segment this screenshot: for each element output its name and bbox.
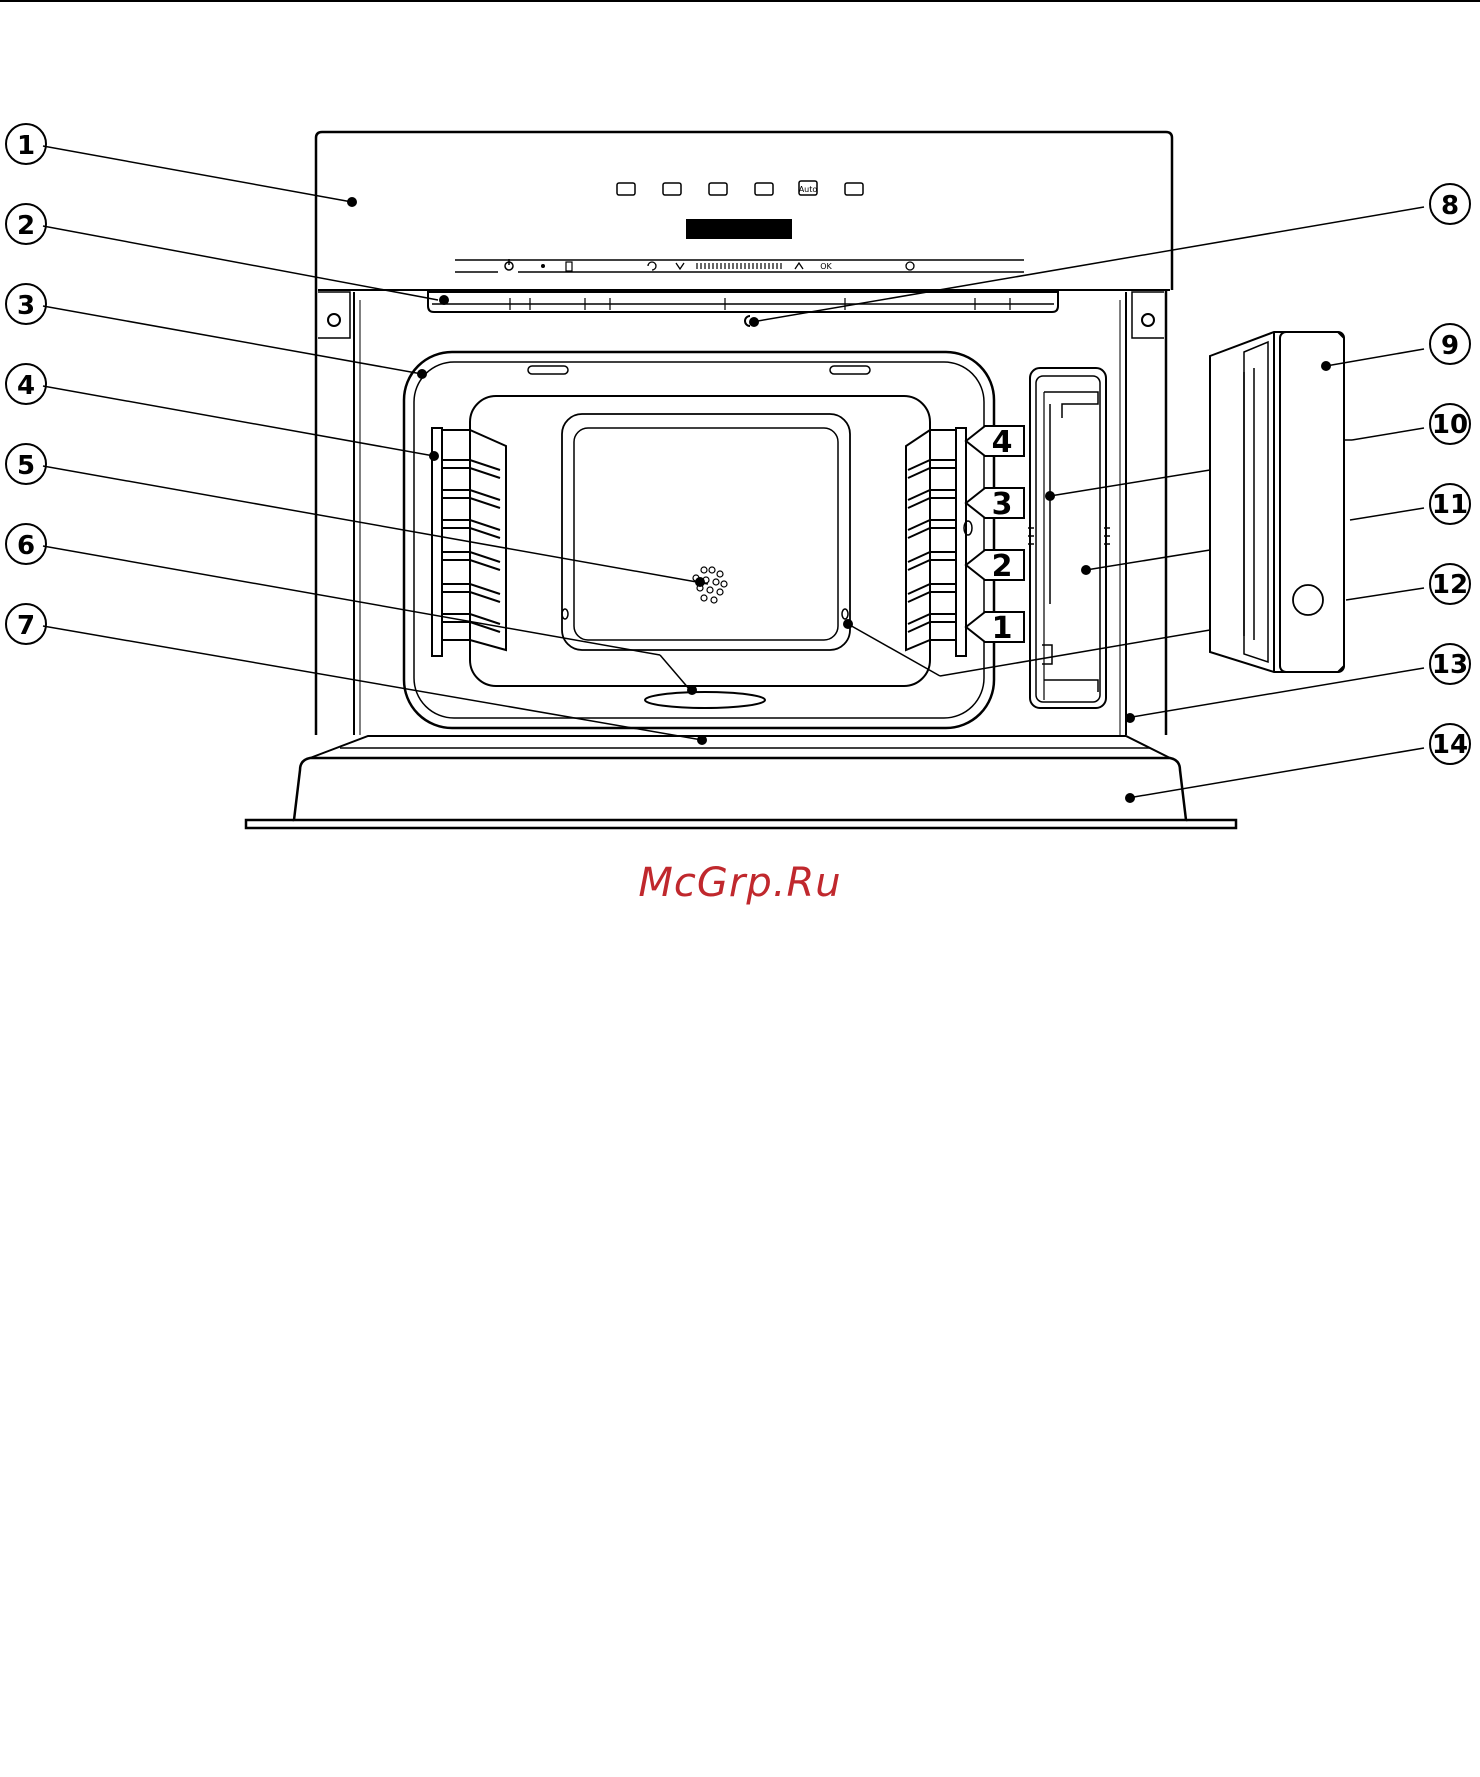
leader-dots: [347, 197, 1331, 803]
callout-2: 2: [6, 204, 46, 244]
oven-door: [246, 736, 1236, 828]
door-seal-strip: [428, 292, 1058, 312]
svg-text:13: 13: [1432, 650, 1468, 680]
callout-9: 9: [1430, 324, 1470, 364]
chevron-up-icon: [795, 263, 803, 269]
svg-text:2: 2: [17, 211, 35, 241]
callout-7: 7: [6, 604, 46, 644]
callout-5: 5: [6, 444, 46, 484]
auto-label: Auto: [799, 185, 818, 194]
callout-4: 4: [6, 364, 46, 404]
timer-icon: [906, 262, 914, 270]
svg-text:1: 1: [992, 611, 1013, 646]
callout-8: 8: [1430, 184, 1470, 224]
callout-10: 10: [1430, 404, 1470, 444]
right-side-runners: [906, 428, 972, 656]
container-drain: [1293, 585, 1323, 615]
control-panel: Auto OK: [318, 181, 1170, 290]
svg-text:4: 4: [17, 371, 35, 401]
svg-text:12: 12: [1432, 570, 1468, 600]
svg-text:3: 3: [992, 487, 1013, 522]
back-icon: [648, 262, 656, 270]
special-applications-icon: [709, 183, 727, 195]
callout-3: 3: [6, 284, 46, 324]
svg-text:7: 7: [17, 611, 35, 641]
shelf-level-4: 4: [966, 425, 1024, 460]
svg-text:14: 14: [1432, 730, 1468, 760]
svg-text:4: 4: [992, 425, 1013, 460]
shelf-level-2: 2: [966, 549, 1024, 584]
callout-13: 13: [1430, 644, 1470, 684]
container-compartment: [1028, 368, 1110, 708]
callout-12: 12: [1430, 564, 1470, 604]
shelf-level-3: 3: [966, 487, 1024, 522]
cavity-back: [470, 396, 930, 686]
svg-text:5: 5: [17, 451, 35, 481]
svg-text:1: 1: [17, 131, 35, 161]
combi-cooking-icon: [663, 183, 681, 195]
favourites-icon: [845, 183, 863, 195]
display: [686, 219, 792, 239]
slider-ticks: [697, 263, 781, 269]
callout-6: 6: [6, 524, 46, 564]
indicator-dot: [541, 264, 545, 268]
svg-text:6: 6: [17, 531, 35, 561]
water-container: [1210, 332, 1344, 672]
shelf-level-1: 1: [966, 611, 1024, 646]
svg-text:9: 9: [1441, 331, 1459, 361]
svg-text:10: 10: [1432, 410, 1468, 440]
steam-cooking-icon: [617, 183, 635, 195]
chevron-down-icon: [676, 263, 684, 269]
callout-14: 14: [1430, 724, 1470, 764]
floor-heater: [645, 692, 765, 708]
ok-button: OK: [820, 262, 832, 271]
callout-11: 11: [1430, 484, 1470, 524]
svg-text:3: 3: [17, 291, 35, 321]
leader-lines: [43, 146, 1424, 798]
svg-text:2: 2: [992, 549, 1013, 584]
svg-text:8: 8: [1441, 191, 1459, 221]
maintenance-icon: [755, 183, 773, 195]
svg-text:11: 11: [1432, 490, 1468, 520]
callout-1: 1: [6, 124, 46, 164]
watermark: McGrp.Ru: [0, 860, 1480, 906]
mobile-start-icon: [566, 262, 572, 271]
